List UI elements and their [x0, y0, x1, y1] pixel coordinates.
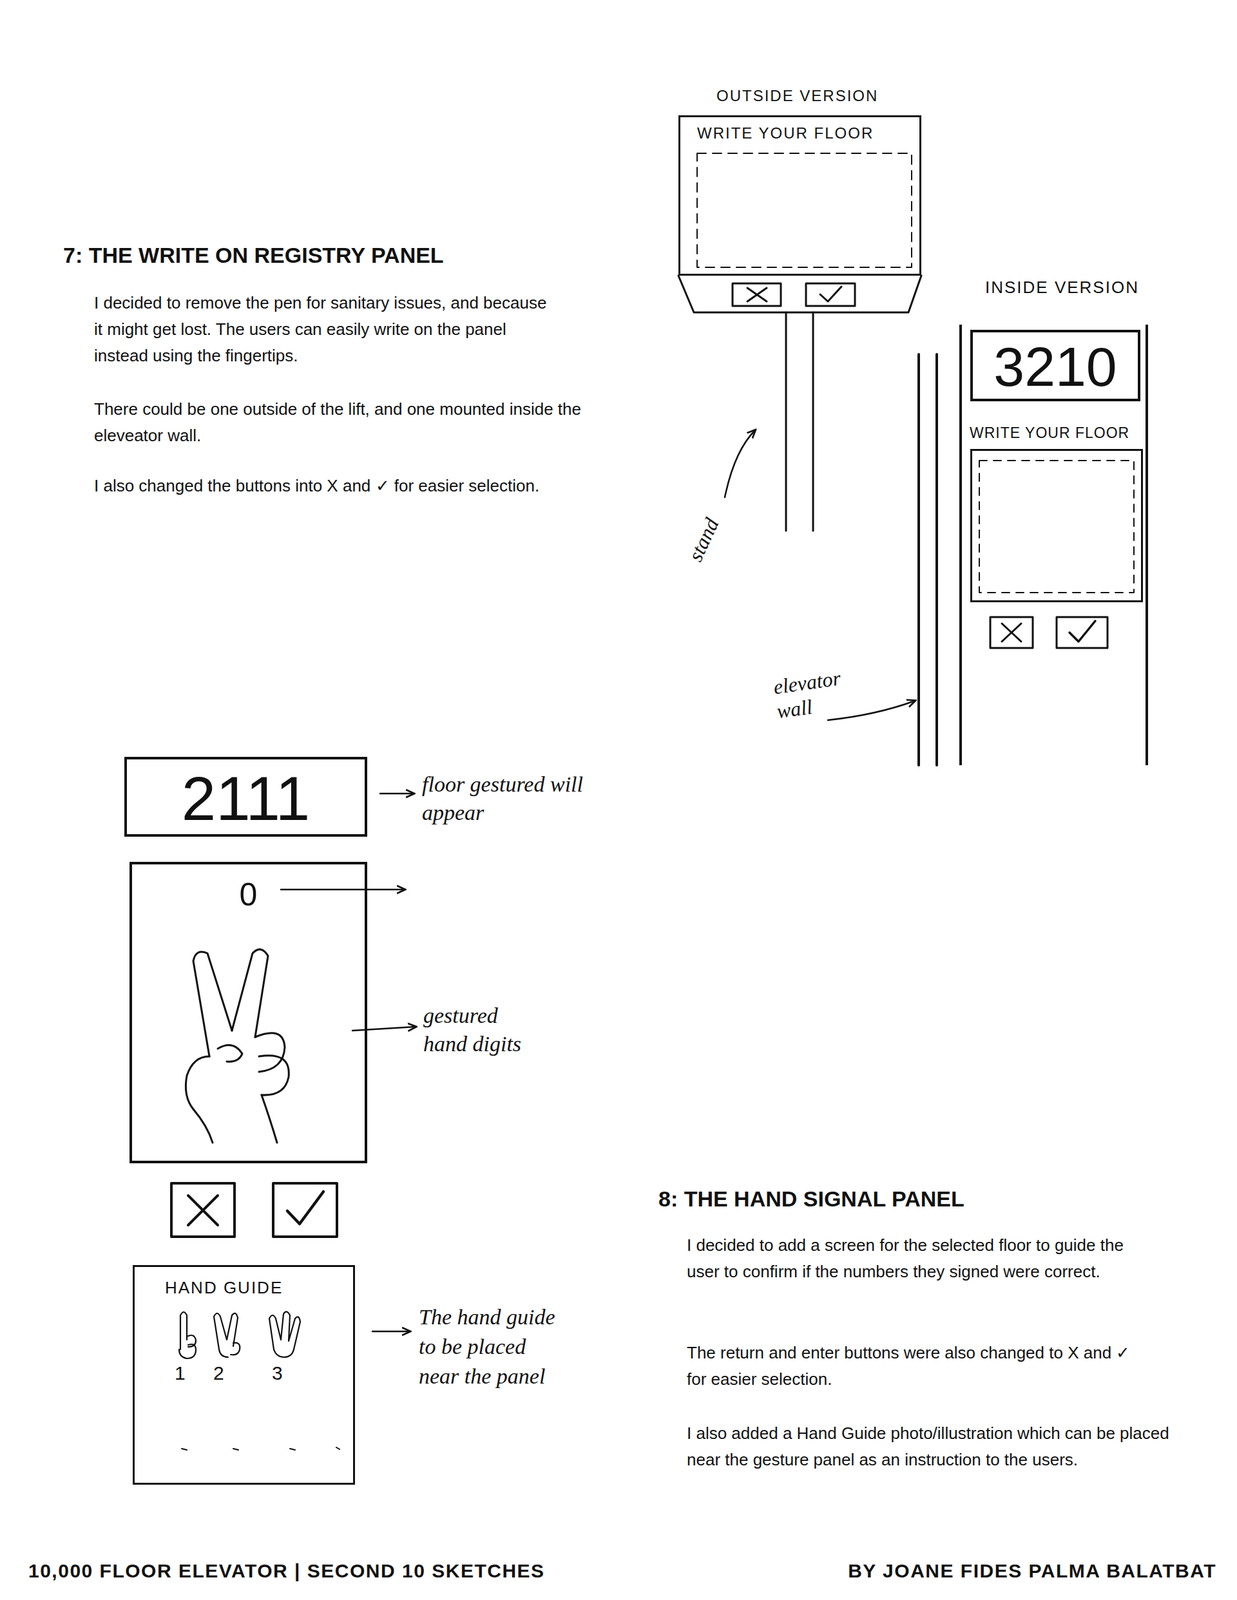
wrist	[193, 1095, 278, 1143]
panel-text: 3210	[993, 336, 1117, 398]
panel-text: HAND GUIDE	[164, 1278, 283, 1298]
panel-text: 0	[239, 877, 258, 913]
section-heading: 8: THE HAND SIGNAL PANEL	[658, 1186, 965, 1212]
body-text: I also changed the buttons into X and ✓ …	[94, 476, 540, 497]
leader-arrow	[352, 1026, 416, 1031]
handwritten-note: elevator wall	[771, 661, 881, 725]
leader-arrow	[827, 700, 915, 721]
mini-hands	[179, 1311, 301, 1359]
mini-hand-one	[180, 1312, 187, 1350]
middle-finger	[231, 949, 269, 1038]
footer-text: 10,000 FLOOR ELEVATOR | SECOND 10 SKETCH…	[28, 1560, 546, 1583]
hand-guide-card: HAND GUIDE 1 2 3	[132, 1265, 355, 1486]
guide-dashes	[181, 1447, 340, 1451]
check-mark	[287, 1191, 324, 1225]
handwritten-note: gestured hand digits	[423, 1001, 527, 1059]
leader-arrow	[724, 430, 756, 498]
panel-text: OUTSIDE VERSION	[716, 87, 879, 105]
elevator-wall	[918, 354, 937, 766]
palm-edge	[185, 1056, 210, 1110]
panel-text: 2111	[181, 764, 310, 834]
panel-text: INSIDE VERSION	[985, 278, 1140, 298]
confirm-button	[273, 1183, 337, 1237]
cancel-button	[990, 617, 1033, 649]
panel-text: WRITE YOUR FLOOR	[969, 425, 1130, 442]
thumb	[217, 1045, 243, 1063]
gesture-screen: 0	[129, 862, 368, 1164]
floor-display: 3210	[970, 329, 1141, 402]
handwritten-note: stand	[683, 514, 725, 566]
check-mark	[820, 286, 842, 302]
little-finger	[258, 1055, 289, 1096]
confirm-button	[805, 283, 855, 307]
x-mark	[1001, 623, 1022, 642]
inside-panel: INSIDE VERSION3210WRITE YOUR FLOOR	[959, 324, 1149, 766]
body-text: The return and enter buttons were also c…	[686, 1340, 1151, 1393]
write-area	[979, 460, 1134, 593]
body-text: I decided to add a screen for the select…	[686, 1232, 1132, 1286]
stand-pole	[786, 312, 814, 531]
body-text: I decided to remove the pen for sanitary…	[94, 289, 558, 370]
outside-panel: OUTSIDE VERSIONWRITE YOUR FLOOR	[678, 115, 922, 276]
leader-arrow	[280, 889, 405, 892]
guide-number: 2	[213, 1362, 225, 1384]
mini-hand-three	[273, 1349, 294, 1358]
body-text: I also added a Hand Guide photo/illustra…	[686, 1420, 1170, 1474]
write-screen: WRITE YOUR FLOOR	[970, 449, 1143, 603]
leader-arrow	[380, 793, 414, 796]
cancel-button	[732, 283, 781, 307]
mini-hand-one	[179, 1335, 196, 1359]
guide-number: 3	[271, 1362, 283, 1384]
floor-display: 2111	[124, 757, 368, 837]
cancel-button	[171, 1183, 235, 1237]
guide-number: 1	[174, 1362, 186, 1384]
footer-text: BY JOANE FIDES PALMA BALATBAT	[847, 1560, 1217, 1583]
handwritten-note: floor gestured will appear	[421, 770, 609, 828]
index-finger	[193, 952, 232, 1057]
check-mark	[1069, 621, 1096, 642]
x-mark	[747, 287, 767, 302]
guide-number: WRITE YOUR FLOOR	[697, 124, 874, 142]
leader-arrow	[372, 1331, 410, 1333]
write-area	[697, 153, 912, 268]
body-text: There could be one outside of the lift, …	[94, 396, 591, 450]
mini-hand-three	[269, 1311, 301, 1350]
mini-hand-two	[213, 1313, 238, 1350]
mini-hand-two	[219, 1343, 240, 1358]
peace-hand	[185, 949, 289, 1143]
confirm-button	[1056, 617, 1108, 649]
x-mark	[188, 1195, 218, 1226]
ring-finger	[255, 1033, 285, 1073]
panel-base	[678, 275, 922, 313]
section-heading: 7: THE WRITE ON REGISTRY PANEL	[63, 242, 444, 269]
handwritten-note: The hand guide to be placed near the pan…	[418, 1302, 561, 1392]
